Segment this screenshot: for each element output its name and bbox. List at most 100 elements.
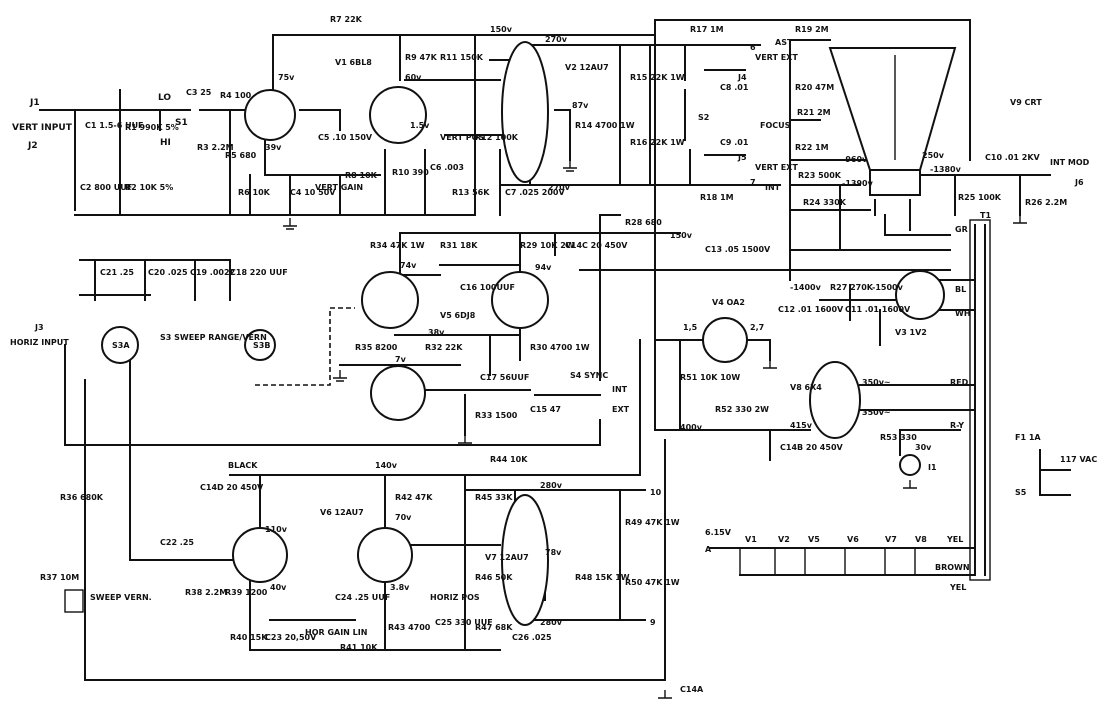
tube-v8 [809, 361, 861, 439]
label-c1: C1 1.5-6 UUF [85, 121, 144, 130]
label-c23: C23 20,50V [265, 633, 317, 642]
ground-symbol [1013, 215, 1027, 224]
label-r42: R42 47K [395, 493, 433, 502]
label-v7: V7 12AU7 [485, 553, 529, 562]
label-v-280-top: 280v [540, 481, 563, 490]
label-rby: R-Y [950, 421, 964, 430]
label-top-150v: 150v [490, 25, 513, 34]
label-v-94: 94v [535, 263, 552, 272]
label-v-350a: 350v~ [862, 378, 891, 387]
label-r26: R26 2.2M [1025, 198, 1067, 207]
label-h-v8: V8 [915, 535, 927, 544]
label-c10: C10 .01 2KV [985, 153, 1041, 162]
label-v-1400: -1400v [790, 283, 822, 292]
label-s3b: S3B [253, 341, 270, 350]
label-r5: R5 680 [225, 151, 257, 160]
label-v7-78: 78v [545, 548, 562, 557]
label-v3: V3 1V2 [895, 328, 927, 337]
label-s2: S2 [698, 113, 709, 122]
label-v6-110: 110v [265, 525, 288, 534]
label-r8: R8 10K [345, 171, 378, 180]
label-r12: R12 100K [475, 133, 519, 142]
label-c13: C13 .05 1500V [705, 245, 771, 254]
label-s4-int: INT [612, 385, 628, 394]
label-v1-39v: 39v [265, 143, 282, 152]
label-j2: J2 [27, 141, 38, 151]
label-r39: R39 1200 [225, 588, 268, 597]
pilot-lamp-i1 [899, 454, 921, 476]
tube-v7 [501, 494, 549, 626]
label-t1: T1 [980, 211, 991, 220]
label-h-v5: V5 [808, 535, 820, 544]
label-s5: S5 [1015, 488, 1027, 497]
label-r53: R53 330 [880, 433, 917, 442]
label-red: RED [950, 378, 969, 387]
label-f1: F1 1A [1015, 433, 1041, 442]
label-ac-in: 117 VAC 60~ [1060, 455, 1100, 464]
label-c17: C17 56UUF [480, 373, 529, 382]
label-vert-pos: VERT POS [440, 133, 484, 142]
label-v-960: -960v [842, 155, 868, 164]
label-c12: C12 .01 1600V [778, 305, 844, 314]
label-r52: R52 330 2W [715, 405, 769, 414]
label-v-250: 250v [922, 151, 945, 160]
label-j1: J1 [29, 98, 40, 108]
label-r34: R34 47K 1W [370, 241, 425, 250]
label-c4: C4 10 50V [290, 188, 336, 197]
label-v6-70: 70v [395, 513, 412, 522]
label-num10: 10 [650, 488, 662, 497]
label-r33: R33 1500 [475, 411, 518, 420]
label-r14: R14 4700 1W [575, 121, 635, 130]
label-r4: R4 100 [220, 91, 252, 100]
label-black: BLACK [228, 461, 258, 470]
label-r46: R46 50K [475, 573, 513, 582]
label-v2-270v-top: 270v [545, 35, 568, 44]
label-s4-ext: EXT [612, 405, 630, 414]
label-c18: C18 220 UUF [230, 268, 288, 277]
label-s3: S3 SWEEP RANGE/VERN [160, 333, 267, 342]
label-r6: R6 10K [238, 188, 271, 197]
tube-v5-a [361, 271, 419, 329]
label-v1-60v: 60v [405, 73, 422, 82]
sweep-vernier-pot-r37[interactable] [64, 589, 84, 613]
tube-v1-triode [244, 89, 296, 141]
label-h-v7: V7 [885, 535, 897, 544]
label-v6: V6 12AU7 [320, 508, 364, 517]
label-r20: R20 47M [795, 83, 834, 92]
switch-s3a[interactable] [101, 326, 139, 364]
ground-symbol [563, 160, 577, 172]
label-c22: C22 .25 [160, 538, 194, 547]
power-supply-wiring [654, 224, 1071, 576]
label-yel: YEL [946, 535, 963, 544]
label-v-140: 140v [375, 461, 398, 470]
label-r29: R29 10K 2W [520, 241, 575, 250]
label-num9: 9 [650, 618, 656, 627]
label-v-38: 38v [428, 328, 445, 337]
label-v5: V5 6DJ8 [440, 311, 476, 320]
label-v-1390: -1390v [842, 179, 874, 188]
tube-v4 [702, 317, 748, 363]
label-r32: R32 22K [425, 343, 463, 352]
label-c15: C15 47 [530, 405, 561, 414]
label-v-7: 7v [395, 355, 407, 364]
label-r25: R25 100K [958, 193, 1002, 202]
label-j3: J3 [34, 323, 44, 332]
switch-s3b[interactable] [244, 329, 276, 361]
label-r38: R38 2.2M [185, 588, 227, 597]
label-vert-input: VERT INPUT [12, 123, 73, 133]
label-v8: V8 6X4 [790, 383, 822, 392]
label-r24: R24 330K [803, 198, 847, 207]
label-c14d: C14D 20 450V [200, 483, 264, 492]
crt-v9-neck [869, 169, 921, 196]
label-c3: C3 25 [186, 88, 212, 97]
label-int-mod: INT MOD [1050, 158, 1090, 167]
label-r19: R19 2M [795, 25, 829, 34]
tube-v3 [895, 270, 945, 320]
label-vert-ext-bot: VERT EXT [755, 163, 798, 172]
label-r37: R37 10M [40, 573, 79, 582]
label-c19: C19 .0022 [190, 268, 235, 277]
label-r43: R43 4700 [388, 623, 431, 632]
label-yel2: YEL [949, 583, 966, 592]
sweep-generator-wiring [64, 214, 951, 446]
label-j6: J6 [1074, 178, 1084, 187]
